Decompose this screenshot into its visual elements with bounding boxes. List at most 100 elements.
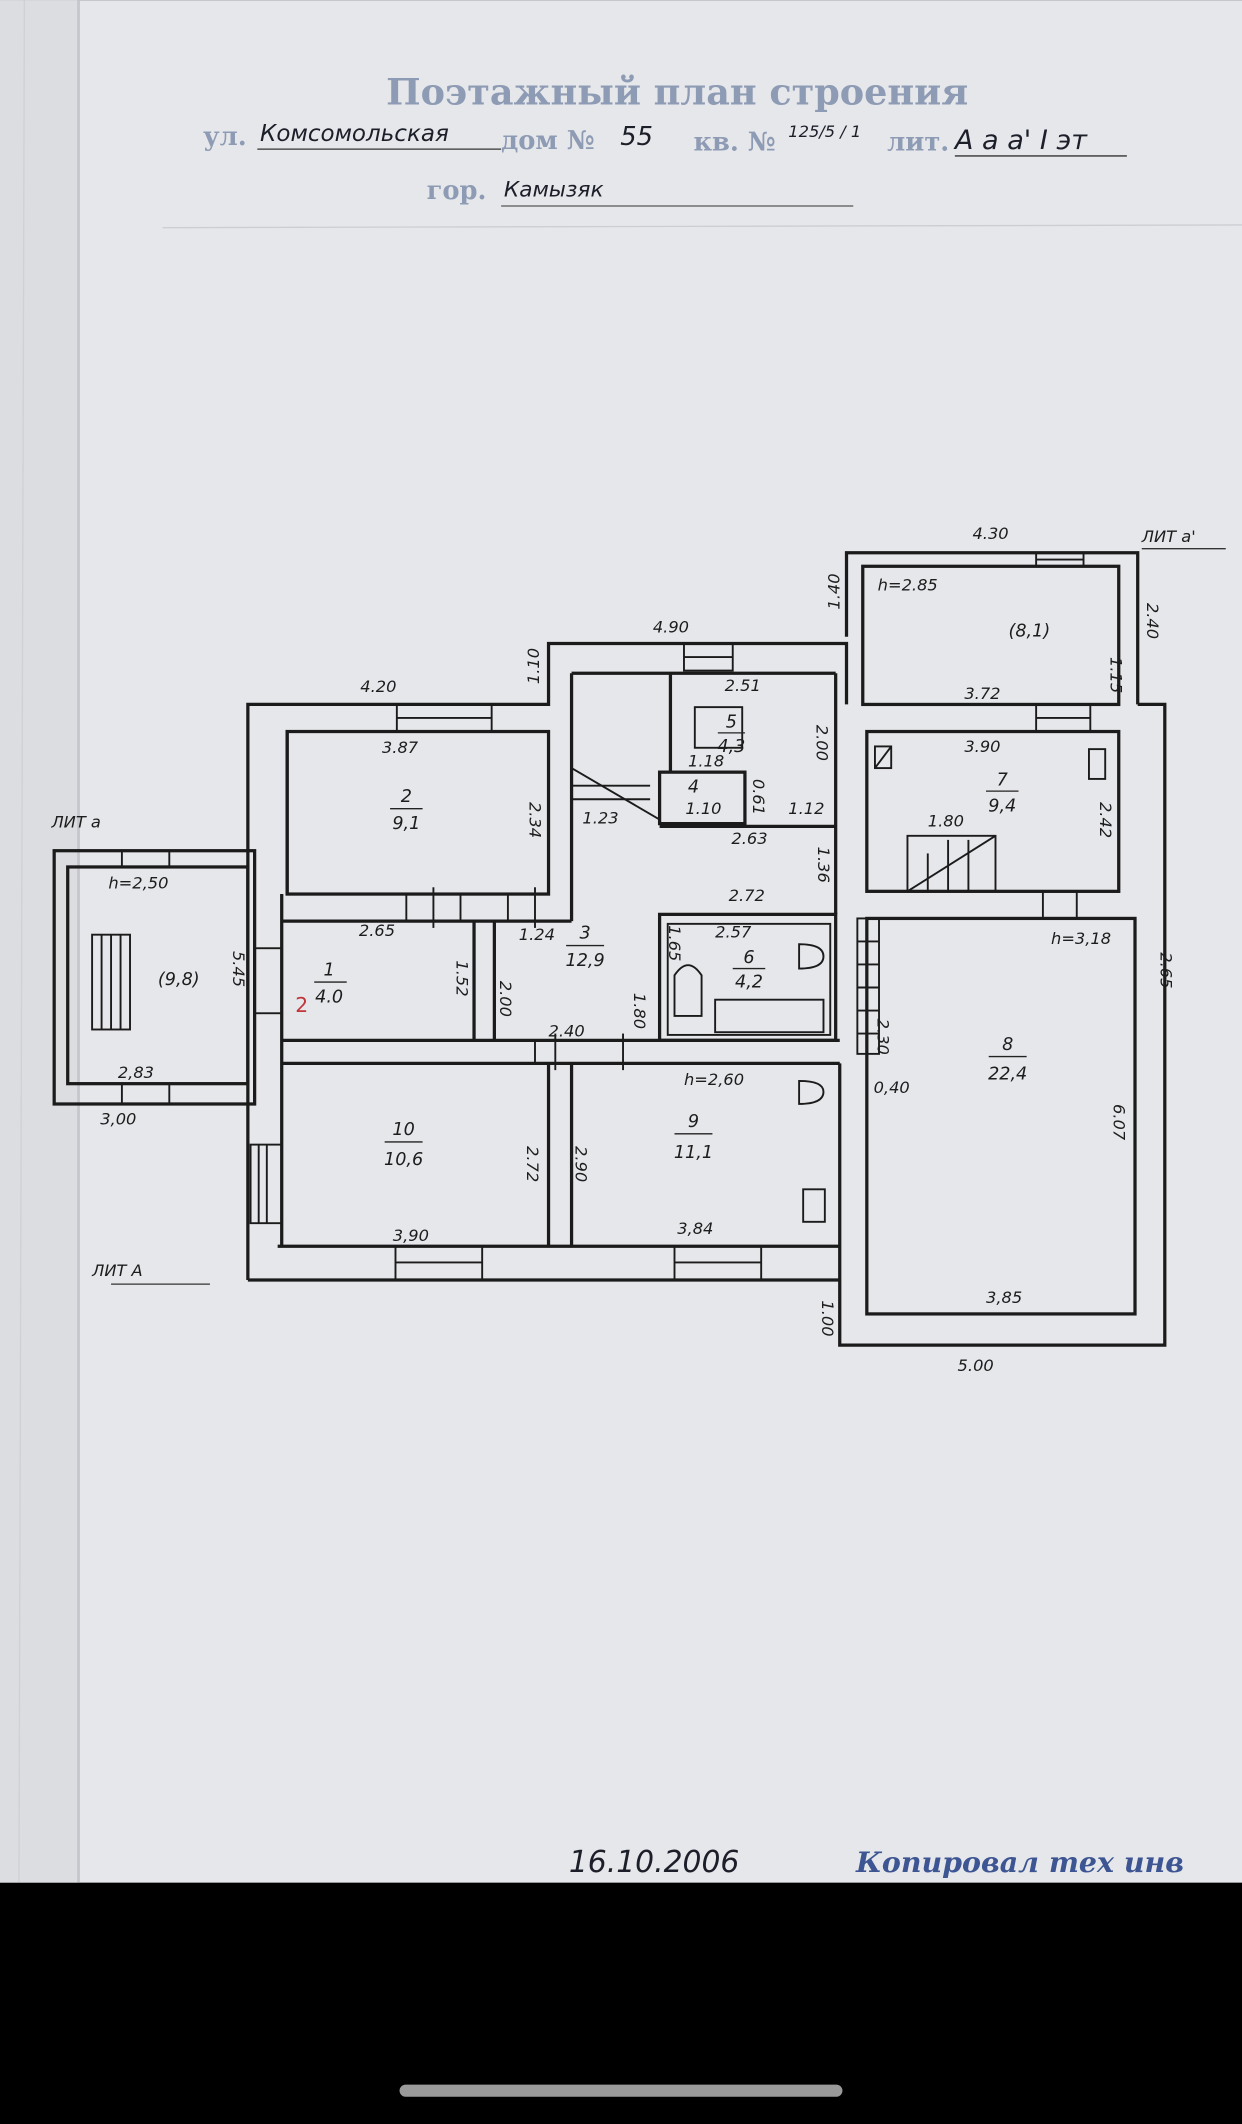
copy-stamp: Копировал тех инв [855, 1845, 1184, 1879]
dimension: 2.00 [496, 981, 515, 1017]
dimension: 3,00 [100, 1109, 136, 1128]
dimension: 2.30 [874, 1019, 893, 1055]
city-label: гор. [427, 176, 487, 206]
dimension: 1.00 [818, 1300, 837, 1336]
room-9-number: 9 [688, 1112, 699, 1132]
room-4 [657, 770, 747, 826]
dimension-labels: 4.30 1.40 1.15 2.40 4.90 1.10 4.20 2.51 … [100, 524, 1176, 1375]
dimension: 2.63 [731, 829, 767, 848]
room-5-number: 5 [726, 712, 737, 732]
room-5-area: 4,3 [717, 737, 745, 757]
room-3-area: 12,9 [566, 951, 605, 971]
room-labels: 1 4.0 2 9,1 3 12,9 4 5 4,3 6 4,2 7 9,4 8… [50, 527, 1195, 1280]
dimension: 0,40 [874, 1078, 910, 1097]
room-1-area: 4.0 [315, 987, 343, 1007]
room-6-number: 6 [743, 948, 754, 968]
dimension: 1.24 [519, 925, 555, 944]
boiler-icon [798, 943, 825, 970]
dimension: 2.65 [359, 921, 395, 940]
red-mark: 2 [295, 993, 308, 1017]
dimension: 1.12 [788, 799, 824, 818]
lit-a-prime-label: ЛИТ а' [1141, 527, 1196, 546]
house-value: 55 [620, 122, 653, 152]
street-value: Комсомольская [260, 121, 449, 147]
dimension: 1.10 [524, 648, 543, 684]
dimension: 3,84 [677, 1219, 713, 1238]
dimension: 1.52 [452, 960, 471, 996]
document-header: Поэтажный план строения ул. Комсомольска… [162, 70, 1242, 229]
bottom-black-bar [0, 1882, 1242, 2124]
height-room-9: h=2,60 [684, 1070, 744, 1089]
dimension: 1.23 [582, 809, 618, 828]
dimension: 3.72 [964, 684, 1000, 703]
dimension: 2.34 [526, 802, 545, 838]
dimension: 1.18 [688, 752, 724, 771]
room-8-number: 8 [1002, 1035, 1013, 1055]
lit-value: А а а' I эт [953, 125, 1088, 156]
room-7-area: 9,4 [988, 796, 1016, 816]
dimension: 2.72 [729, 886, 765, 905]
room-3-number: 3 [580, 924, 591, 944]
dimension: 2.90 [572, 1146, 591, 1182]
room-9-area: 11,1 [674, 1143, 713, 1163]
dimension: 1.15 [1107, 657, 1126, 693]
footer-stamp: 16.10.2006 Копировал тех инв [569, 1845, 1184, 1880]
room-2-area: 9,1 [392, 814, 420, 834]
dimension: 6.07 [1109, 1104, 1128, 1141]
dimension: 1.80 [630, 993, 649, 1029]
height-room-8: h=3,18 [1051, 929, 1111, 948]
document-title: Поэтажный план строения [386, 70, 968, 113]
toilet-icon [673, 964, 703, 1017]
lit-A-label: ЛИТ А [91, 1261, 143, 1280]
room-4-number: 4 [688, 777, 699, 797]
dimension: 1.36 [814, 847, 833, 883]
room-1-number: 1 [324, 960, 335, 980]
dimension: 3.87 [382, 738, 419, 757]
dimension: 2.57 [715, 922, 752, 941]
city-value: Камызяк [504, 178, 604, 203]
dimension: 2.40 [1143, 603, 1162, 639]
dimension: 5.45 [229, 951, 248, 987]
dimension: 3.90 [964, 737, 1000, 756]
apt-value: 125/5 / 1 [788, 122, 861, 141]
room-8-area: 22,4 [988, 1065, 1027, 1085]
street-label: ул. [203, 122, 247, 152]
dimension: 1.10 [685, 799, 721, 818]
dimension: 4.90 [653, 618, 689, 637]
dimension: 3,85 [986, 1288, 1022, 1307]
dimension: 2.65 [1157, 952, 1176, 988]
room-7 [865, 729, 1121, 893]
room-7-number: 7 [997, 771, 1009, 791]
lit-label: лит. [887, 127, 949, 157]
dimension: 1.40 [825, 573, 844, 609]
room-lit-a-prime-area: (8,1) [1008, 622, 1050, 642]
dimension: 2.40 [549, 1021, 585, 1040]
footer-date: 16.10.2006 [569, 1845, 740, 1880]
floor-plan [52, 547, 1226, 1347]
dimension: 2.00 [813, 725, 832, 761]
room-6-area: 4,2 [735, 973, 763, 993]
dimension: 4.30 [972, 524, 1008, 543]
dimension: 2.42 [1096, 802, 1115, 838]
stove-icon [693, 706, 744, 749]
room-lit-a-area: (9,8) [158, 970, 200, 990]
paper [0, 0, 1242, 1883]
dimension: 3,90 [393, 1226, 429, 1245]
height-lit-a: h=2,50 [108, 874, 168, 893]
dimension: 1.65 [665, 925, 684, 961]
dimension: 2.72 [523, 1146, 542, 1182]
height-lit-a-prime: h=2.85 [878, 576, 938, 595]
dimension: 2.51 [725, 676, 761, 695]
room-10-area: 10,6 [384, 1150, 423, 1170]
house-label: дом № [501, 126, 595, 156]
dimension: 4.20 [360, 677, 396, 696]
room-8 [865, 916, 1137, 1316]
dimension: 2,83 [118, 1063, 154, 1082]
apt-label: кв. № [693, 127, 775, 157]
home-indicator[interactable] [399, 2084, 843, 2097]
bathtub-icon [714, 998, 825, 1034]
room-10-number: 10 [392, 1120, 414, 1140]
dimension: 5.00 [958, 1356, 994, 1375]
lit-a-label: ЛИТ а [50, 813, 100, 832]
